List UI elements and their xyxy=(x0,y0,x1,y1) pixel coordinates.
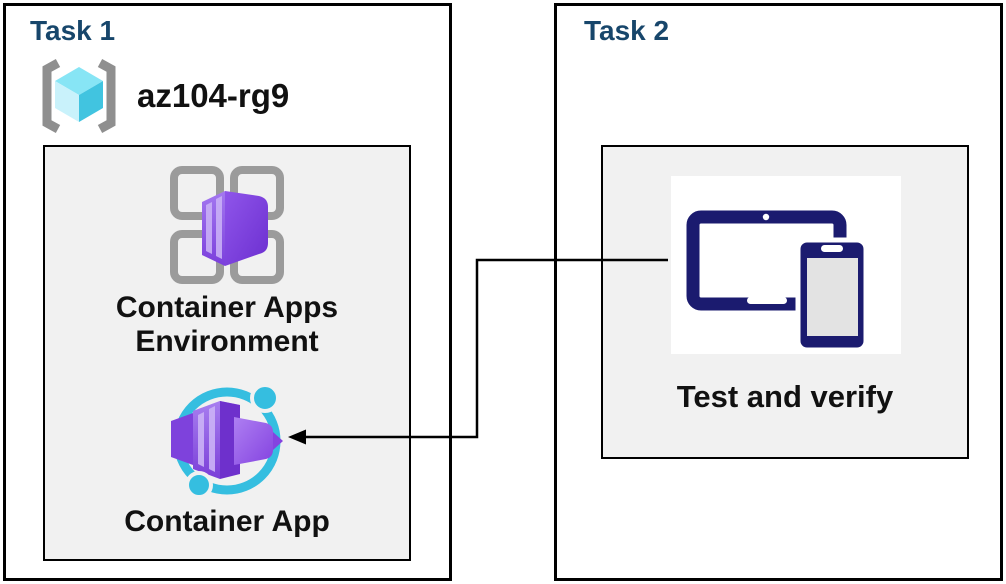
test-and-verify-label: Test and verify xyxy=(676,379,894,414)
test-and-verify-box: Test and verify xyxy=(601,145,969,459)
resource-group: az104-rg9 xyxy=(33,58,289,134)
task2-title: Task 2 xyxy=(584,15,670,46)
task2-box: Task 2 Test and verify xyxy=(554,3,1003,581)
container-app-label: Container App xyxy=(124,505,330,538)
resource-group-name: az104-rg9 xyxy=(137,77,290,114)
tablet-phone-devices-icon xyxy=(671,176,901,354)
env-label-line2: Environment xyxy=(135,325,319,358)
task1-title: Task 1 xyxy=(30,15,116,46)
container-apps-environment-label: Container Apps Environment xyxy=(45,291,409,359)
container-apps-environment-icon xyxy=(162,163,292,287)
container-app-icon xyxy=(159,377,299,509)
resource-group-icon xyxy=(33,58,125,134)
env-label-line1: Container Apps xyxy=(115,291,339,324)
container-apps-environment-box: Container Apps Environment xyxy=(43,145,411,561)
task1-box: Task 1 az104-rg9 xyxy=(3,3,452,581)
